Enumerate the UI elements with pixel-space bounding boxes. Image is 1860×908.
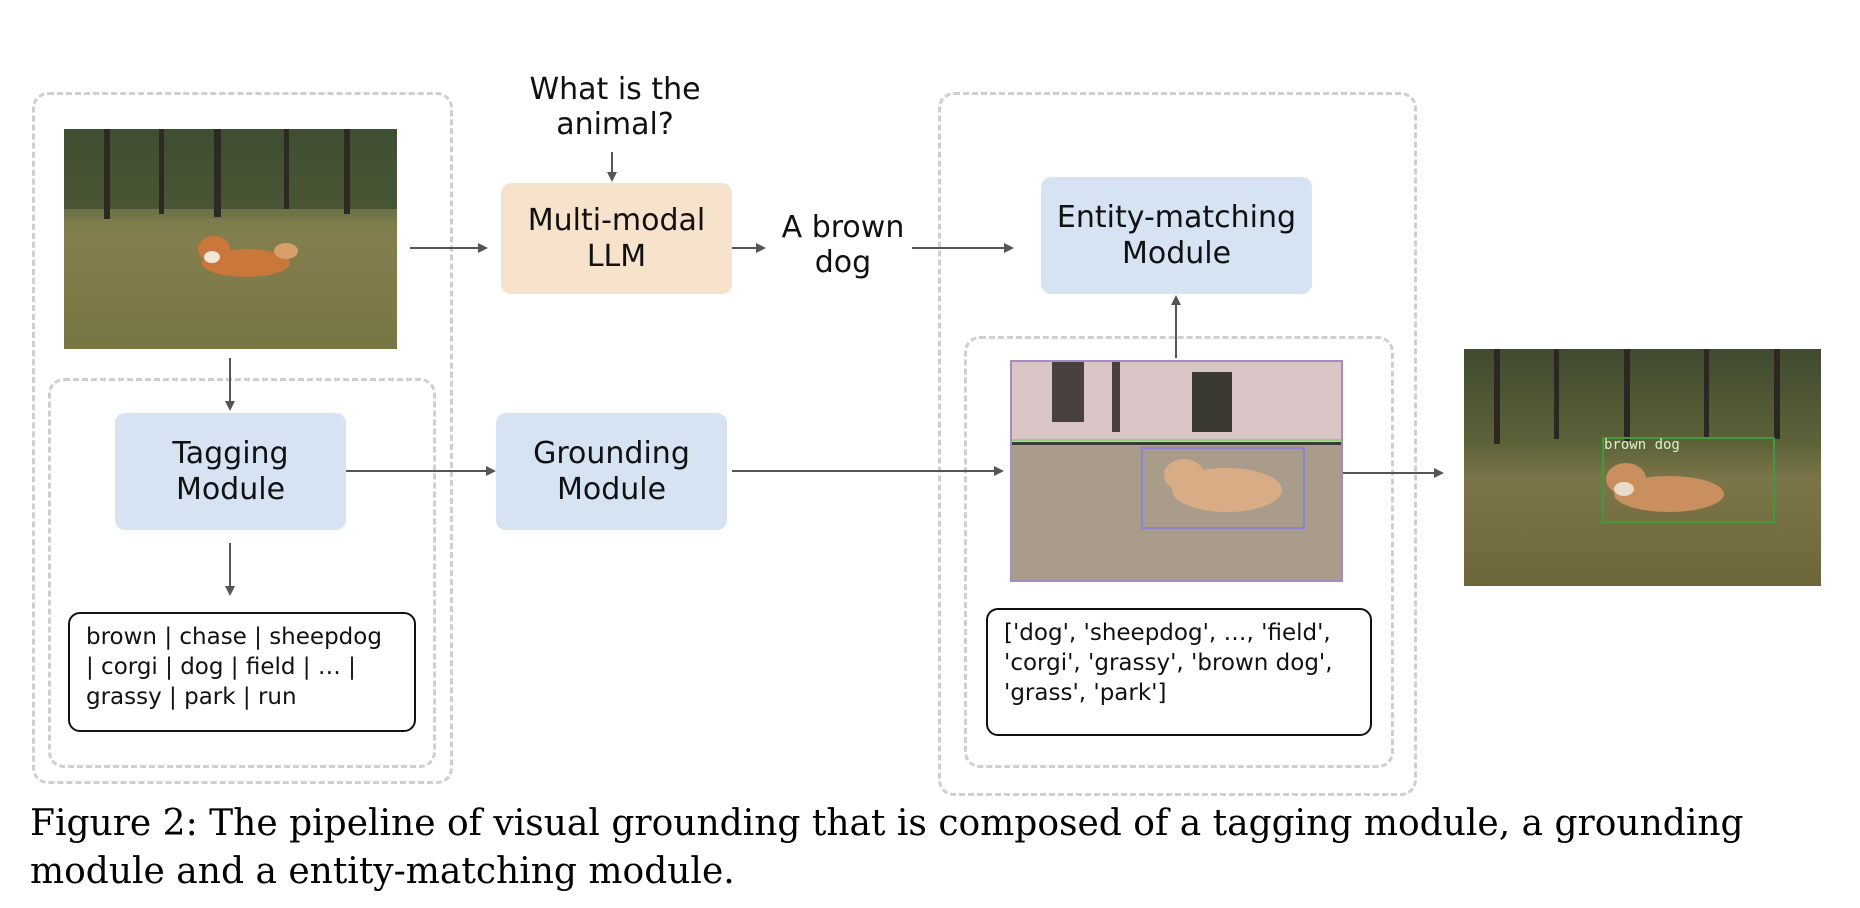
grounding-module-box: Grounding Module <box>496 413 727 530</box>
figure-caption: Figure 2: The pipeline of visual groundi… <box>30 803 1744 892</box>
right-inner-group <box>964 336 1394 768</box>
tagging-module-box: Tagging Module <box>115 413 346 530</box>
right-outer-group <box>938 92 1417 796</box>
result-box-label: brown dog <box>1604 437 1680 453</box>
output-photo: brown dog <box>1464 349 1821 586</box>
left-outer-group <box>32 92 453 784</box>
multimodal-llm-box: Multi-modal LLM <box>501 183 732 294</box>
question-label: What is the animal? <box>529 72 701 142</box>
entities-list-box: ['dog', 'sheepdog', …, 'field', 'corgi',… <box>986 608 1372 736</box>
input-photo <box>64 129 397 349</box>
entity-matching-module-box: Entity-matching Module <box>1041 177 1312 294</box>
segmentation-photo <box>1010 360 1343 582</box>
left-inner-group <box>48 378 436 768</box>
tags-list-box: brown | chase | sheepdog | corgi | dog |… <box>68 612 416 732</box>
answer-label: A brown dog <box>781 210 905 280</box>
